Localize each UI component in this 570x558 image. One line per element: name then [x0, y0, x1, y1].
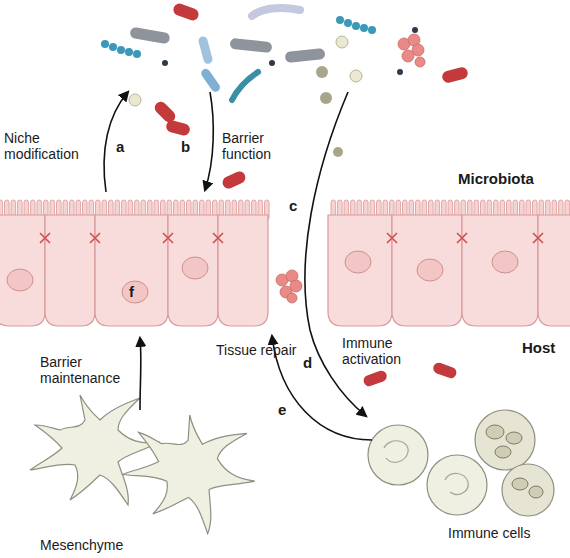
red-rod-bacterium: [221, 169, 248, 190]
cell-type-label: Mesenchyme: [40, 537, 123, 553]
tight-junction: [533, 233, 543, 243]
nuclei: [7, 251, 518, 303]
coccus: [129, 94, 141, 106]
tight-junction: [90, 233, 100, 243]
dot: [397, 69, 403, 75]
callout-letter: f: [129, 284, 134, 300]
blue-rod-bacterium: [199, 67, 221, 93]
immune-nucleus: [512, 478, 528, 490]
red-rod-bacterium: [362, 369, 388, 388]
tight-junction: [213, 233, 223, 243]
arrows: [104, 92, 372, 440]
region-label: Microbiota: [458, 171, 534, 187]
dot: [412, 27, 418, 33]
grey-rod-bacterium: [285, 48, 326, 63]
grey-rod-bacterium: [229, 38, 272, 53]
tight-junction: [163, 233, 173, 243]
epithelial-cell: [462, 215, 538, 326]
arrow-barrier-maintenance: [139, 338, 141, 410]
tight-junction: [457, 233, 467, 243]
coccus: [316, 66, 328, 78]
cluster-bacterium: [276, 34, 425, 303]
immune-nucleus: [529, 486, 543, 498]
immune-nucleus: [506, 432, 522, 444]
red-rod-bacterium: [432, 361, 458, 380]
callout-letter: c: [289, 198, 297, 214]
process-label: Niche modification: [4, 130, 90, 162]
immune-nucleus: [495, 446, 511, 458]
red-rod-bacterium: [172, 2, 201, 22]
epithelial-cell: [45, 215, 95, 326]
grey-rod-bacterium: [129, 27, 170, 45]
nucleus: [7, 269, 33, 291]
epithelial-cell: [95, 215, 168, 326]
arrow-c-d: [305, 92, 366, 416]
immune-nucleus: [384, 441, 408, 463]
mesenchyme-cells: [30, 395, 267, 542]
nucleus: [345, 251, 371, 273]
region-label: Host: [522, 340, 555, 356]
callout-letter: d: [303, 355, 312, 371]
mesenchyme-cell: [30, 395, 160, 505]
tight-junctions: [387, 233, 543, 243]
arrow-a: [104, 92, 128, 192]
epithelial-cell: [392, 215, 462, 326]
epithelial-cell: [538, 215, 570, 326]
epithelial-cell: [328, 215, 392, 326]
dot: [269, 60, 275, 66]
chain-bacterium: [101, 16, 376, 58]
callout-letter: b: [181, 139, 190, 155]
teal-rod-bacterium: [232, 72, 258, 100]
coccus: [350, 70, 362, 82]
immune-nucleus: [486, 425, 504, 439]
epithelial-cells: [328, 215, 570, 326]
callout-letter: e: [278, 402, 286, 418]
epithelium: [0, 200, 570, 326]
tight-junction: [40, 233, 50, 243]
process-label: Tissue repair: [216, 342, 296, 358]
coccus: [333, 147, 343, 157]
lavender-chain-bacterium: [252, 8, 300, 16]
coccus: [336, 36, 348, 48]
immune-cell: [502, 464, 554, 516]
blue-rod-bacterium: [198, 35, 214, 64]
immune-cell: [475, 410, 535, 470]
tight-junction: [387, 233, 397, 243]
nucleus: [182, 257, 208, 279]
immune-cell: [427, 455, 487, 515]
coccus: [320, 92, 332, 104]
red-rod-bacterium: [165, 119, 191, 137]
arrow-b: [205, 92, 213, 190]
tight-junctions: [40, 233, 223, 243]
callout-letter: a: [116, 139, 124, 155]
red-rod-bacterium: [441, 66, 469, 84]
epithelial-cell: [0, 215, 45, 326]
mesenchyme-cell: [113, 402, 267, 542]
nucleus: [417, 259, 443, 281]
immune-cells: [368, 410, 554, 516]
process-label: Barrier function: [222, 130, 286, 162]
microbiota: [101, 2, 469, 388]
cell-type-label: Immune cells: [448, 525, 530, 541]
immune-cell: [368, 425, 428, 485]
epithelial-cells: [0, 215, 268, 326]
process-label: Immune activation: [342, 335, 426, 367]
process-label: Barrier maintenance: [40, 354, 132, 386]
epithelial-cell: [218, 215, 268, 326]
immune-nucleus: [445, 473, 468, 494]
nucleus: [492, 251, 518, 273]
epithelial-cell: [168, 215, 218, 326]
nucleus: [122, 281, 148, 303]
dot: [162, 60, 168, 66]
